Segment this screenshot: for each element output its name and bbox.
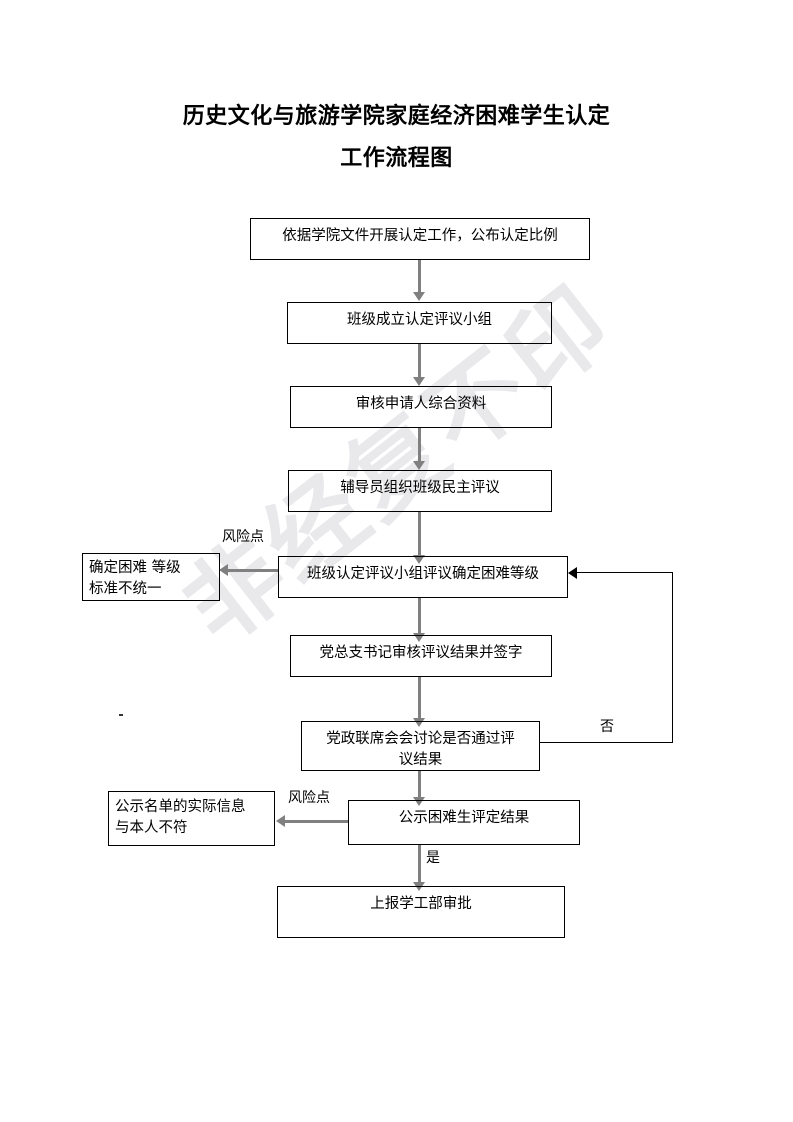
connector-n2-n3 xyxy=(418,344,421,378)
node-joint-meeting-decision[interactable]: 党政联席会会讨论是否通过评 议结果 xyxy=(301,721,540,771)
arrow-n1-n2 xyxy=(413,292,425,301)
edge-label-risk-point-bottom: 风险点 xyxy=(288,790,330,806)
arrow-n6-n7 xyxy=(413,718,425,727)
connector-n8-risk2 xyxy=(285,820,348,823)
node-publicize-results[interactable]: 公示困难生评定结果 xyxy=(348,800,580,845)
risk-node-mismatched-info[interactable]: 公示名单的实际信息 与本人不符 xyxy=(108,791,275,846)
connector-n5-risk1 xyxy=(228,569,278,572)
edge-label-risk-point-top: 风险点 xyxy=(222,529,264,545)
connector-n5-n6 xyxy=(418,598,421,634)
node-label: 审核申请人综合资料 xyxy=(355,396,487,412)
node-submit-to-student-affairs[interactable]: 上报学工部审批 xyxy=(277,886,565,938)
connector-n7-n8 xyxy=(418,771,421,799)
connector-n1-n2 xyxy=(418,260,421,293)
scan-speck xyxy=(119,714,123,716)
arrow-n3-n4 xyxy=(413,461,425,470)
node-democratic-review[interactable]: 辅导员组织班级民主评议 xyxy=(288,470,552,512)
loop-no-segment-top xyxy=(577,572,673,573)
node-label: 依据学院文件开展认定工作，公布认定比例 xyxy=(282,228,558,244)
watermark: 非经复不印 xyxy=(150,263,635,760)
arrow-n5-risk1 xyxy=(219,564,228,576)
node-determine-difficulty-level[interactable]: 班级认定评议小组评议确定困难等级 xyxy=(278,556,568,598)
node-label: 党总支书记审核评议结果并签字 xyxy=(319,645,523,661)
node-label: 班级认定评议小组评议确定困难等级 xyxy=(307,566,539,582)
node-label: 公示困难生评定结果 xyxy=(398,810,530,826)
connector-n6-n7 xyxy=(418,677,421,719)
arrow-n8-risk2 xyxy=(276,815,285,827)
arrow-n5-n6 xyxy=(413,633,425,642)
node-form-review-group[interactable]: 班级成立认定评议小组 xyxy=(287,302,552,344)
arrow-n4-n5 xyxy=(413,555,425,564)
node-label: 确定困难 等级 标准不统一 xyxy=(89,560,181,597)
node-label: 辅导员组织班级民主评议 xyxy=(340,480,500,496)
title-line-2: 工作流程图 xyxy=(340,146,453,171)
node-review-materials[interactable]: 审核申请人综合资料 xyxy=(290,386,552,428)
loop-no-segment-bottom xyxy=(540,742,673,743)
arrow-n7-n8 xyxy=(413,797,425,806)
node-label: 公示名单的实际信息 与本人不符 xyxy=(115,799,246,836)
loop-no-segment-right xyxy=(672,572,673,743)
node-declare-policy[interactable]: 依据学院文件开展认定工作，公布认定比例 xyxy=(250,218,590,260)
connector-n3-n4 xyxy=(418,428,421,462)
arrow-n2-n3 xyxy=(413,377,425,386)
connector-n8-n9 xyxy=(418,845,421,883)
edge-label-no: 否 xyxy=(600,719,614,735)
risk-node-inconsistent-standard[interactable]: 确定困难 等级 标准不统一 xyxy=(82,553,220,601)
edge-label-yes: 是 xyxy=(426,850,440,866)
node-label: 班级成立认定评议小组 xyxy=(347,312,492,328)
title-line-1: 历史文化与旅游学院家庭经济困难学生认定 xyxy=(182,104,611,129)
connector-n4-n5 xyxy=(418,512,421,556)
node-label: 党政联席会会讨论是否通过评 议结果 xyxy=(326,731,515,768)
page-title: 历史文化与旅游学院家庭经济困难学生认定 工作流程图 xyxy=(0,96,793,180)
arrow-loop-no-into-n5 xyxy=(568,567,577,579)
node-label: 上报学工部审批 xyxy=(370,896,472,912)
node-party-secretary-sign[interactable]: 党总支书记审核评议结果并签字 xyxy=(290,635,552,677)
